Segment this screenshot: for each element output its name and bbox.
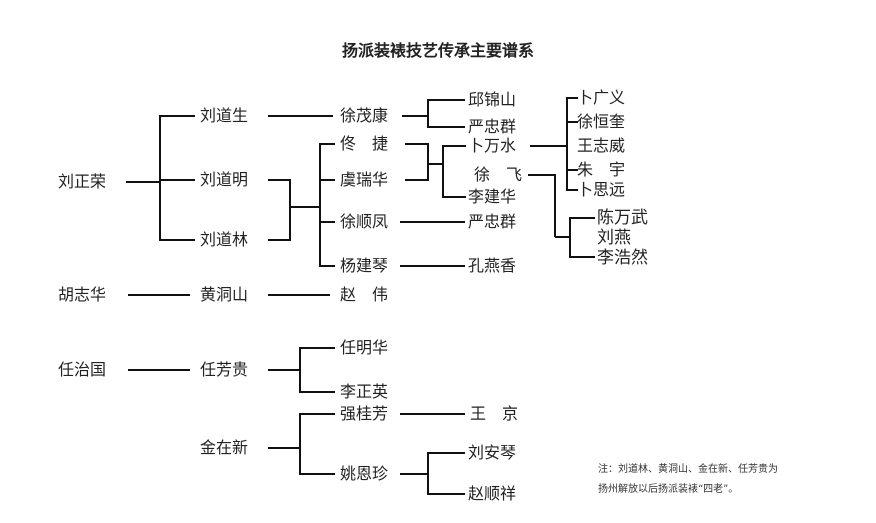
node-liu-yan: 刘燕 [597, 228, 631, 248]
node-xu-maokang: 徐茂康 [340, 106, 389, 125]
node-yang-jianqin: 杨建琴 [340, 256, 389, 275]
node-li-jianhua: 李建华 [468, 187, 517, 206]
node-liu-daolin: 刘道林 [200, 230, 249, 249]
node-bu-wanshui: 卜万水 [468, 136, 517, 155]
node-yu-ruihua: 虞瑞华 [340, 170, 389, 189]
node-ren-zhiguo: 任治国 [58, 360, 107, 379]
node-zhu-yu: 朱 宇 [577, 160, 626, 179]
diagram-title: 扬派装裱技艺传承主要谱系 [341, 41, 534, 60]
node-jin-zaixin: 金在新 [200, 438, 249, 457]
node-kong-yanxiang: 孔燕香 [468, 256, 517, 275]
node-yan-zhongqun-2: 严忠群 [468, 212, 517, 231]
node-li-zhengying: 李正英 [340, 382, 389, 401]
node-xu-shunfeng: 徐顺凤 [340, 212, 389, 231]
node-xu-fei: 徐 飞 [474, 165, 523, 184]
node-liu-anqin: 刘安琴 [468, 443, 517, 462]
node-liu-daoming: 刘道明 [200, 170, 249, 189]
node-liu-daosheng: 刘道生 [200, 106, 249, 125]
node-chen-wanwu: 陈万武 [597, 208, 648, 228]
node-tong-jie: 佟 捷 [340, 134, 389, 153]
node-ren-minghua: 任明华 [340, 338, 389, 357]
node-wang-zhiwei: 王志威 [577, 136, 626, 155]
node-huang-dongshan: 黄洞山 [200, 285, 249, 304]
node-zhao-shunxiang: 赵顺祥 [468, 484, 517, 503]
node-zhao-wei: 赵 伟 [340, 285, 389, 304]
node-li-haoran: 李浩然 [597, 248, 648, 268]
node-liu-zhengrong: 刘正荣 [58, 172, 107, 191]
node-yan-zhongqun-1: 严忠群 [468, 117, 517, 136]
node-ren-fanggui: 任芳贵 [200, 360, 249, 379]
node-xu-hengkui: 徐恒奎 [577, 112, 626, 131]
footnote-line-1: 注：刘道林、黄洞山、金在新、任芳贵为 [598, 464, 778, 475]
node-qiu-jinshan: 邱锦山 [468, 90, 517, 109]
node-yao-enzhen: 姚恩珍 [340, 464, 389, 483]
node-wang-jing: 王 京 [470, 404, 519, 423]
node-bu-guangyi: 卜广义 [577, 88, 626, 107]
node-hu-zhihua: 胡志华 [58, 285, 107, 304]
node-bu-siyuan: 卜思远 [577, 180, 626, 199]
node-qiang-guifang: 强桂芳 [340, 404, 389, 423]
footnote-line-2: 扬州解放以后扬派装裱“四老”。 [598, 484, 739, 495]
